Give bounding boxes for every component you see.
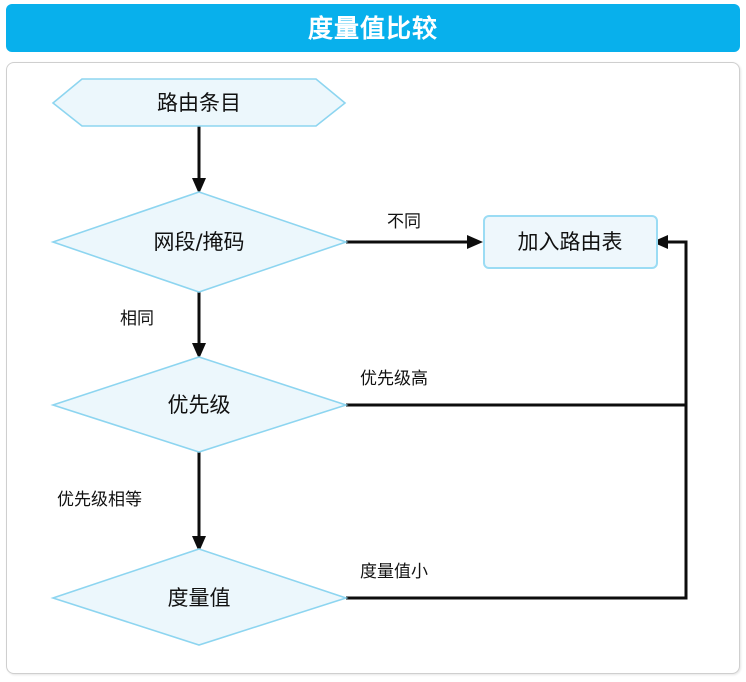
node-start-label: 路由条目 <box>157 91 241 115</box>
edge-label-equal-priority: 优先级相等 <box>57 490 142 510</box>
node-metric-label: 度量值 <box>168 586 231 610</box>
edge-netmask-to-addtable <box>346 235 483 249</box>
edge-label-different: 不同 <box>387 212 421 232</box>
edge-netmask-to-priority <box>192 292 206 359</box>
node-start[interactable]: 路由条目 <box>51 78 347 127</box>
edge-label-smaller-metric: 度量值小 <box>360 562 428 582</box>
node-metric[interactable]: 度量值 <box>50 548 349 646</box>
node-add-to-routing-table-label: 加入路由表 <box>518 230 623 254</box>
edge-label-higher-priority: 优先级高 <box>360 369 428 389</box>
edge-priority-to-metric <box>192 452 206 552</box>
node-netmask[interactable]: 网段/掩码 <box>50 191 349 293</box>
node-add-to-routing-table[interactable]: 加入路由表 <box>483 215 658 269</box>
node-netmask-label: 网段/掩码 <box>153 230 244 254</box>
edge-label-same: 相同 <box>120 309 154 329</box>
node-priority-label: 优先级 <box>168 393 231 417</box>
edge-start-to-netmask <box>192 126 206 194</box>
page-title-bar: 度量值比较 <box>6 4 740 52</box>
edge-metric-to-addtable <box>346 235 688 600</box>
node-priority[interactable]: 优先级 <box>50 356 349 453</box>
page-title: 度量值比较 <box>307 13 438 43</box>
